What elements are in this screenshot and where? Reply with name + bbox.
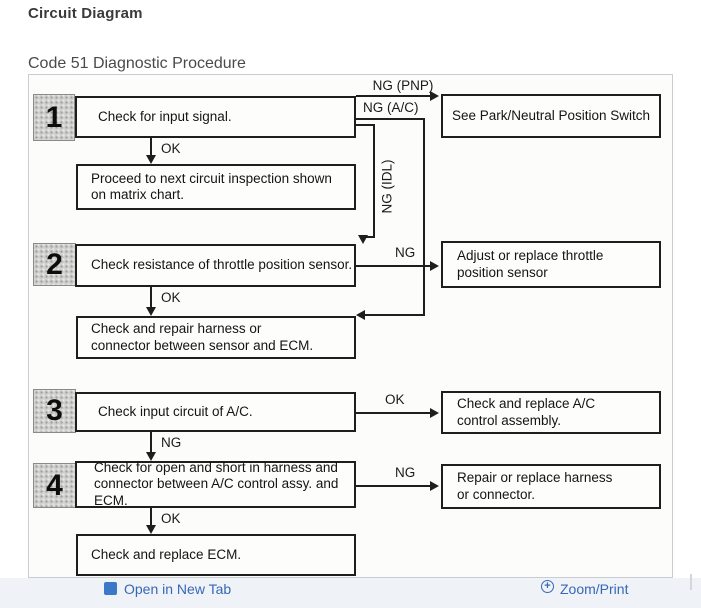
step-3-badge: 3	[33, 389, 76, 433]
step4-ok-arrowhead-icon	[146, 525, 156, 534]
step-2-badge: 2	[33, 243, 76, 286]
step2-ng-arrowhead-icon	[430, 261, 439, 271]
open-new-tab-link[interactable]: Open in New Tab	[124, 581, 232, 597]
step3-ng-label: NG	[161, 435, 182, 450]
ng-idl-line-h1	[356, 124, 375, 126]
step3-ng-arrowhead-icon	[146, 452, 156, 461]
step1-ok-arrowhead-icon	[146, 155, 156, 164]
ng-idl-line-v	[373, 124, 375, 236]
step3-ok-line	[356, 412, 431, 414]
ng-ac-arrowhead-icon	[356, 310, 365, 320]
step1-ok-label: OK	[161, 141, 181, 156]
zoom-plus-icon[interactable]: +	[541, 580, 554, 593]
step-2-text: Check resistance of throttle position se…	[91, 257, 353, 273]
viewer-action-bar: Open in New Tab + Zoom/Print	[0, 578, 701, 608]
label-ng-ac: NG (A/C)	[363, 100, 419, 115]
step-3-text: Check input circuit of A/C.	[98, 403, 253, 419]
ng-ac-line-v	[423, 118, 425, 314]
scrollbar-track[interactable]	[690, 574, 692, 590]
step2-ng-line	[356, 265, 431, 267]
result-adjust-box: Adjust or replace throttle position sens…	[441, 241, 661, 288]
step-4-box: Check for open and short in harness and …	[75, 459, 356, 508]
label-ng-pnp: NG (PNP)	[372, 78, 434, 93]
step2-ok-arrowhead-icon	[146, 307, 156, 316]
result-park-neutral-text: See Park/Neutral Position Switch	[451, 107, 651, 123]
ng-ac-line-h1	[356, 118, 425, 120]
step2-ok-line	[150, 287, 152, 309]
step2-ok-label: OK	[161, 290, 181, 305]
step-1-text: Check for input signal.	[98, 108, 232, 124]
step2-ng-label: NG	[395, 245, 416, 260]
step4-ng-line	[356, 485, 431, 487]
open-new-tab-icon[interactable]	[104, 582, 117, 595]
result-harness-text: Check and repair harness or connector be…	[91, 321, 314, 353]
ng-pnp-line	[356, 95, 431, 97]
step-2-box: Check resistance of throttle position se…	[75, 244, 356, 287]
result-adjust-text: Adjust or replace throttle position sens…	[457, 248, 604, 280]
step-1-box: Check for input signal.	[75, 96, 356, 138]
step4-ok-label: OK	[161, 511, 181, 526]
step-3-box: Check input circuit of A/C.	[75, 392, 356, 432]
zoom-print-link[interactable]: Zoom/Print	[560, 581, 629, 597]
result-proceed-box: Proceed to next circuit inspection shown…	[76, 164, 356, 210]
step3-ng-line	[150, 432, 152, 454]
ng-idl-line-h2	[362, 236, 375, 238]
result-repair-box: Repair or replace harness or connector.	[441, 464, 661, 509]
result-ecm-box: Check and replace ECM.	[76, 534, 356, 576]
page-title: Circuit Diagram	[28, 5, 143, 22]
result-ac-assembly-box: Check and replace A/C control assembly.	[441, 391, 661, 434]
result-park-neutral-box: See Park/Neutral Position Switch	[441, 94, 661, 138]
step3-ok-label: OK	[385, 392, 405, 407]
step4-ok-line	[150, 508, 152, 527]
result-harness-box: Check and repair harness or connector be…	[76, 316, 356, 359]
step-4-badge: 4	[33, 463, 76, 508]
step1-ok-line	[150, 138, 152, 157]
step-1-badge: 1	[33, 94, 75, 141]
step4-ng-label: NG	[395, 465, 416, 480]
ng-ac-line-h2	[363, 314, 425, 316]
result-ac-assembly-text: Check and replace A/C control assembly.	[457, 396, 596, 428]
result-ecm-text: Check and replace ECM.	[91, 546, 242, 562]
step-4-text: Check for open and short in harness and …	[94, 459, 339, 508]
ng-pnp-arrowhead-icon	[430, 91, 439, 101]
ng-idl-arrowhead-icon	[358, 235, 368, 244]
flowchart-canvas: 1 Check for input signal. NG (PNP) See P…	[28, 74, 673, 578]
result-repair-text: Repair or replace harness or connector.	[457, 470, 613, 502]
step4-ng-arrowhead-icon	[430, 481, 439, 491]
step3-ok-arrowhead-icon	[430, 408, 439, 418]
result-proceed-text: Proceed to next circuit inspection shown…	[91, 170, 332, 202]
label-ng-idl: NG (IDL)	[379, 159, 395, 214]
diagram-subtitle: Code 51 Diagnostic Procedure	[28, 55, 246, 72]
